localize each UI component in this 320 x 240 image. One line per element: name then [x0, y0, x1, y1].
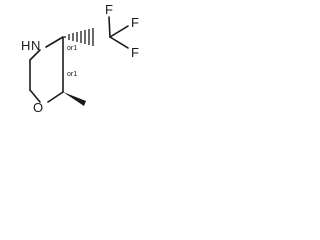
atom-label-h: H	[21, 38, 30, 53]
wedge-bond-methyl	[63, 92, 86, 106]
stereo-label-c2: or1	[67, 71, 77, 78]
atom-label-f-right-lower: F	[131, 45, 139, 60]
bond-c5-n	[29, 49, 41, 61]
atom-label-f-right-upper: F	[131, 15, 139, 30]
morpholine-structure: H N O F F F or1 or1	[21, 2, 139, 115]
bond-c-f1	[108, 16, 111, 38]
atom-label-o: O	[33, 100, 43, 115]
bond-n-c3	[45, 36, 64, 48]
hashed-bond-trifluoromethyl	[64, 28, 94, 46]
atom-label-n: N	[31, 38, 40, 53]
atom-label-f-top: F	[105, 2, 113, 17]
bond-c-f3	[109, 36, 129, 49]
stereo-label-c3: or1	[67, 45, 77, 52]
bond-c-f2	[109, 25, 129, 38]
bond-o-c6	[29, 89, 41, 103]
bond-c2-o	[47, 91, 64, 103]
